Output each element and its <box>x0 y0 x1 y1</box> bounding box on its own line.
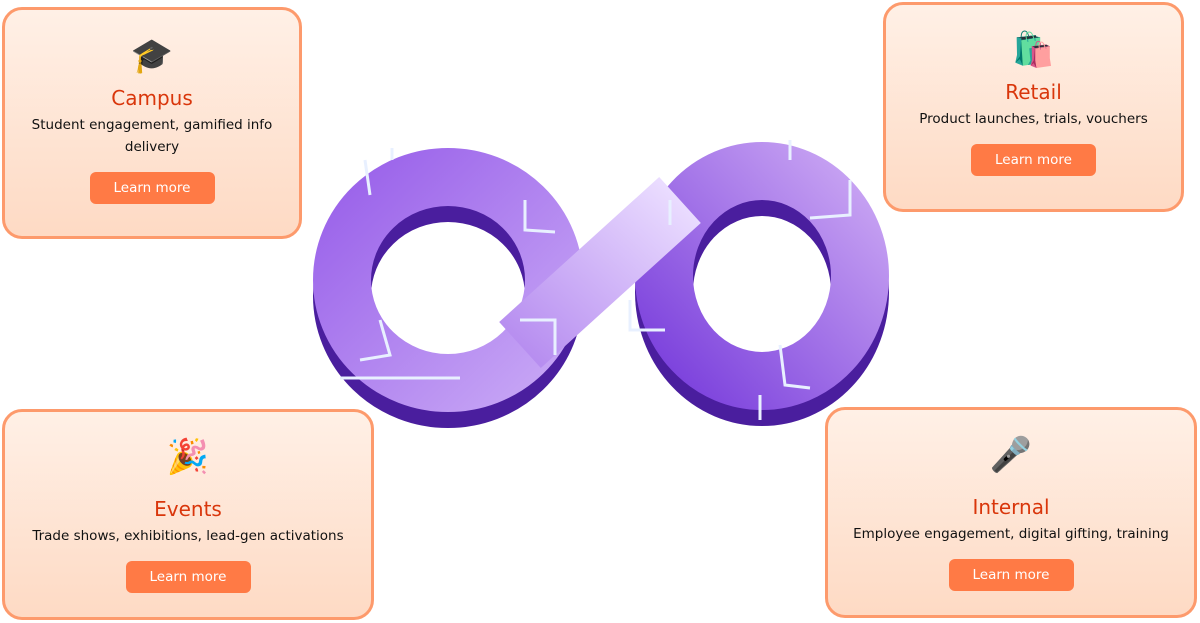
shopping-bags-icon: 🛍️ <box>1012 30 1055 70</box>
card-internal: 🎤 Internal Employee engagement, digital … <box>825 407 1197 618</box>
card-description: Employee engagement, digital gifting, tr… <box>853 526 1169 542</box>
microphone-icon: 🎤 <box>989 435 1033 475</box>
card-retail: 🛍️ Retail Product launches, trials, vouc… <box>883 2 1184 212</box>
card-title: Retail <box>1005 80 1062 104</box>
learn-more-button[interactable]: Learn more <box>971 144 1096 176</box>
graduation-cap-icon: 🎓 <box>130 36 174 76</box>
card-events: 🎉 Events Trade shows, exhibitions, lead-… <box>2 409 374 620</box>
party-popper-icon: 🎉 <box>166 437 210 477</box>
learn-more-button[interactable]: Learn more <box>948 559 1074 591</box>
card-description: Trade shows, exhibitions, lead-gen activ… <box>32 528 344 544</box>
infinity-graphic <box>313 140 889 428</box>
card-title: Internal <box>972 495 1050 519</box>
card-title: Events <box>154 497 222 521</box>
learn-more-button[interactable]: Learn more <box>125 561 251 593</box>
card-description: Product launches, trials, vouchers <box>919 111 1148 127</box>
infinity-loops <box>313 142 889 412</box>
learn-more-button[interactable]: Learn more <box>89 172 215 204</box>
circuit-lines <box>340 140 852 420</box>
card-title: Campus <box>111 86 193 110</box>
card-campus: 🎓 Campus Student engagement, gamified in… <box>2 7 302 239</box>
card-description: Student engagement, gamified info delive… <box>31 117 273 155</box>
